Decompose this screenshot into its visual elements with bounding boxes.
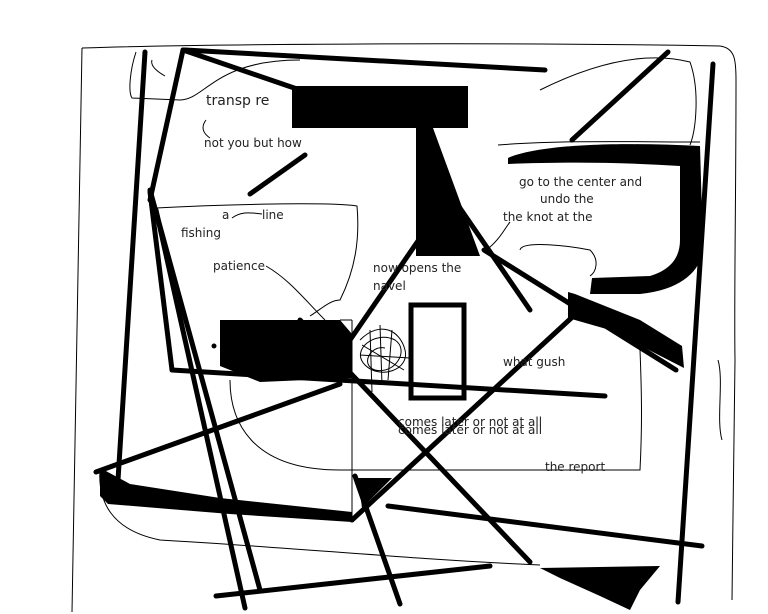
- line-left-cross: [93, 381, 343, 475]
- line-top-to-bar: [180, 47, 303, 93]
- text-labels: transp re not you but how a line fishing…: [181, 93, 642, 474]
- line-bottom-right: [385, 503, 705, 549]
- line-left-vertical: [115, 49, 148, 483]
- text-comes-later-1: comes later or not at all: [398, 415, 542, 429]
- text-the-report: the report: [545, 460, 605, 474]
- line-left-to-mid: [147, 189, 175, 373]
- mid-blob-outline: [155, 203, 359, 317]
- text-a: a: [222, 208, 229, 222]
- right-hook-band: [508, 144, 703, 294]
- line-horizontal-mid: [169, 367, 608, 399]
- line-bottom-left-lower: [213, 563, 493, 599]
- patience-connector: [265, 265, 326, 321]
- scribble-knot: [211, 324, 411, 393]
- hollow-rectangle: [408, 302, 467, 401]
- lower-blob-outline: [229, 349, 642, 471]
- line-left-mid-diagonal: [153, 207, 248, 611]
- a-line-connector: [231, 212, 263, 219]
- text-line: line: [262, 208, 284, 222]
- line-cross-down: [349, 307, 583, 523]
- line-center-up: [347, 235, 423, 343]
- left-mid-block: [220, 320, 352, 382]
- line-left-diagonal-top: [147, 47, 186, 203]
- line-short-diag: [247, 152, 308, 197]
- text-patience: patience: [213, 259, 265, 273]
- top-black-bar: [292, 86, 468, 128]
- not-you-connector: [202, 119, 211, 139]
- line-bottom-center-down: [352, 473, 403, 607]
- text-go-to-center: go to the center and: [519, 175, 642, 189]
- line-top-right: [182, 47, 548, 73]
- line-wedge-down: [417, 147, 533, 313]
- text-now-opens-the: now opens the: [373, 261, 461, 275]
- bottom-right-wedge: [540, 566, 660, 610]
- text-undo-the: undo the: [540, 192, 594, 206]
- right-loop-outline: [519, 244, 597, 277]
- text-transp-re: transp re: [206, 93, 269, 109]
- text-fishing: fishing: [181, 226, 221, 240]
- right-mid-shape: [568, 292, 684, 368]
- text-what-gush: what gush: [503, 355, 565, 369]
- right-edge-squiggle: [717, 359, 723, 441]
- thick-lines: [93, 47, 716, 611]
- small-triangle: [358, 478, 392, 508]
- text-not-you-but-how: not you but how: [204, 136, 302, 150]
- text-knot-at-the: the knot at the: [503, 210, 593, 224]
- text-navel: navel: [373, 279, 406, 293]
- inner-blob-outline: [129, 51, 301, 101]
- bottom-left-sweep: [100, 470, 352, 522]
- line-right-vertical: [675, 61, 716, 605]
- right-blob-outline: [497, 57, 701, 146]
- line-top-right-diagonal: [569, 49, 671, 143]
- text-comes-later-2: comes later or not at all: [398, 423, 542, 437]
